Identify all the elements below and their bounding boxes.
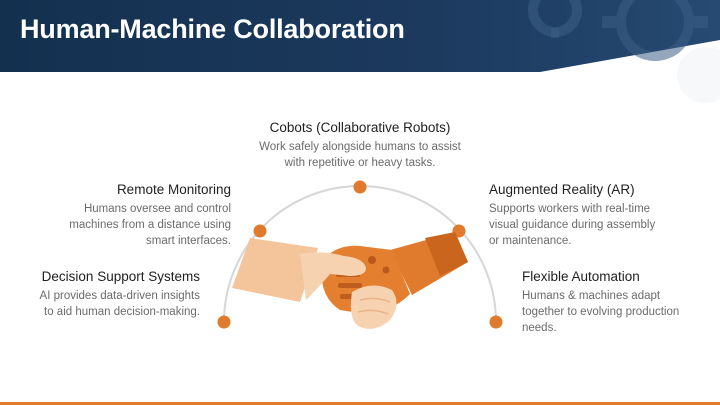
item-flexible-automation-title: Flexible Automation	[522, 269, 640, 284]
slide-title: Human-Machine Collaboration	[20, 14, 405, 44]
header-banner: Human-Machine Collaboration	[0, 0, 720, 72]
item-cobots: Cobots (Collaborative Robots) Work safel…	[230, 119, 490, 171]
item-decision-support: Decision Support Systems AI provides dat…	[10, 268, 200, 320]
arc-dot-remote-monitoring	[253, 224, 267, 238]
arc-dot-decision-support	[217, 315, 231, 329]
item-cobots-description: Work safely alongside humans to assist w…	[259, 141, 461, 169]
item-remote-monitoring-title: Remote Monitoring	[116, 182, 231, 197]
arc-dot-cobots	[353, 180, 367, 194]
item-augmented-reality-description: Supports workers with real-time visual g…	[489, 203, 656, 247]
item-decision-support-description: AI provides data-driven insights to aid …	[39, 290, 200, 318]
gear-watermark-icon	[677, 47, 720, 103]
item-augmented-reality-title: Augmented Reality (AR)	[489, 182, 635, 197]
arc-dot-flexible-automation	[489, 315, 503, 329]
item-augmented-reality: Augmented Reality (AR) Supports workers …	[489, 181, 704, 249]
item-remote-monitoring: Remote Monitoring Humans oversee and con…	[40, 181, 231, 249]
item-cobots-title: Cobots (Collaborative Robots)	[269, 120, 451, 135]
header-background	[0, 0, 720, 72]
human-hand	[300, 252, 366, 300]
footer-accent-line	[0, 402, 720, 405]
item-remote-monitoring-description: Humans oversee and control machines from…	[69, 203, 231, 247]
item-flexible-automation-description: Humans & machines adapt together to evol…	[522, 290, 680, 334]
human-arm	[232, 238, 318, 302]
handshake-human-robot-icon	[232, 232, 468, 329]
item-decision-support-title: Decision Support Systems	[41, 269, 200, 284]
item-flexible-automation: Flexible Automation Humans & machines ad…	[522, 268, 712, 336]
